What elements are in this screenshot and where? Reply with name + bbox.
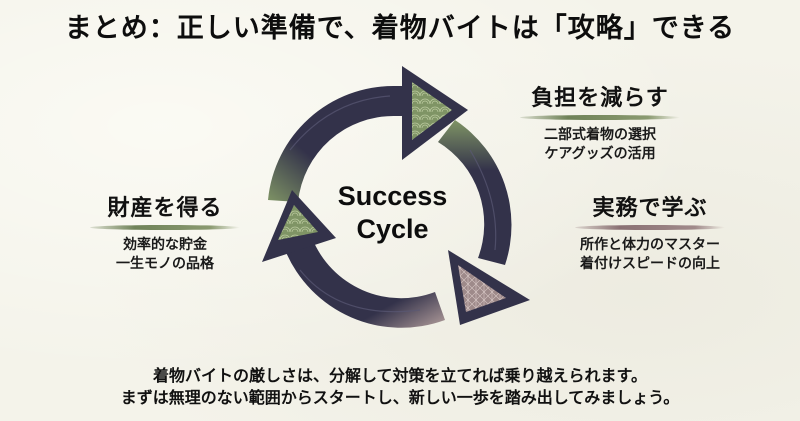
node-item: 一生モノの品格 (116, 256, 214, 272)
node-heading: 財産を得る (107, 196, 223, 221)
node-reduce-burden: 負担を減らす 二部式着物の選択 ケアグッズの活用 (510, 80, 690, 164)
node-heading: 実務で学ぶ (592, 196, 708, 221)
node-item: 所作と体力のマスター (580, 237, 720, 253)
center-label-line-1: Success (337, 181, 448, 211)
success-cycle-diagram (262, 66, 530, 328)
center-label-line-2: Cycle (356, 214, 429, 244)
node-gain-assets: 財産を得る 効率的な貯金 一生モノの品格 (80, 190, 250, 274)
footer-line-1: 着物バイトの厳しさは、分解して対策を立てれば乗り越えられます。 (153, 366, 647, 385)
arrow-bottom-left (262, 190, 445, 328)
node-learn-on-job: 実務で学ぶ 所作と体力のマスター 着付けスピードの向上 (555, 190, 745, 274)
node-item: ケアグッズの活用 (544, 146, 656, 162)
arrow-right (438, 120, 530, 325)
footer-line-2: まずは無理のない範囲からスタートし、新しい一歩を踏み出してみましょう。 (120, 388, 680, 407)
brush-underline (520, 115, 680, 120)
node-item: 効率的な貯金 (123, 237, 207, 253)
page-title: まとめ：正しい準備で、着物バイトは「攻略」できる (64, 13, 736, 44)
brush-underline (90, 225, 240, 230)
node-heading: 負担を減らす (531, 86, 669, 111)
footer-message: 着物バイトの厳しさは、分解して対策を立てれば乗り越えられます。 まずは無理のない… (0, 365, 800, 409)
success-cycle-label: Success Cycle (330, 180, 455, 246)
arrow-top (268, 66, 468, 202)
node-item: 二部式着物の選択 (544, 127, 656, 143)
brush-underline (575, 225, 725, 230)
node-item: 着付けスピードの向上 (580, 256, 720, 272)
